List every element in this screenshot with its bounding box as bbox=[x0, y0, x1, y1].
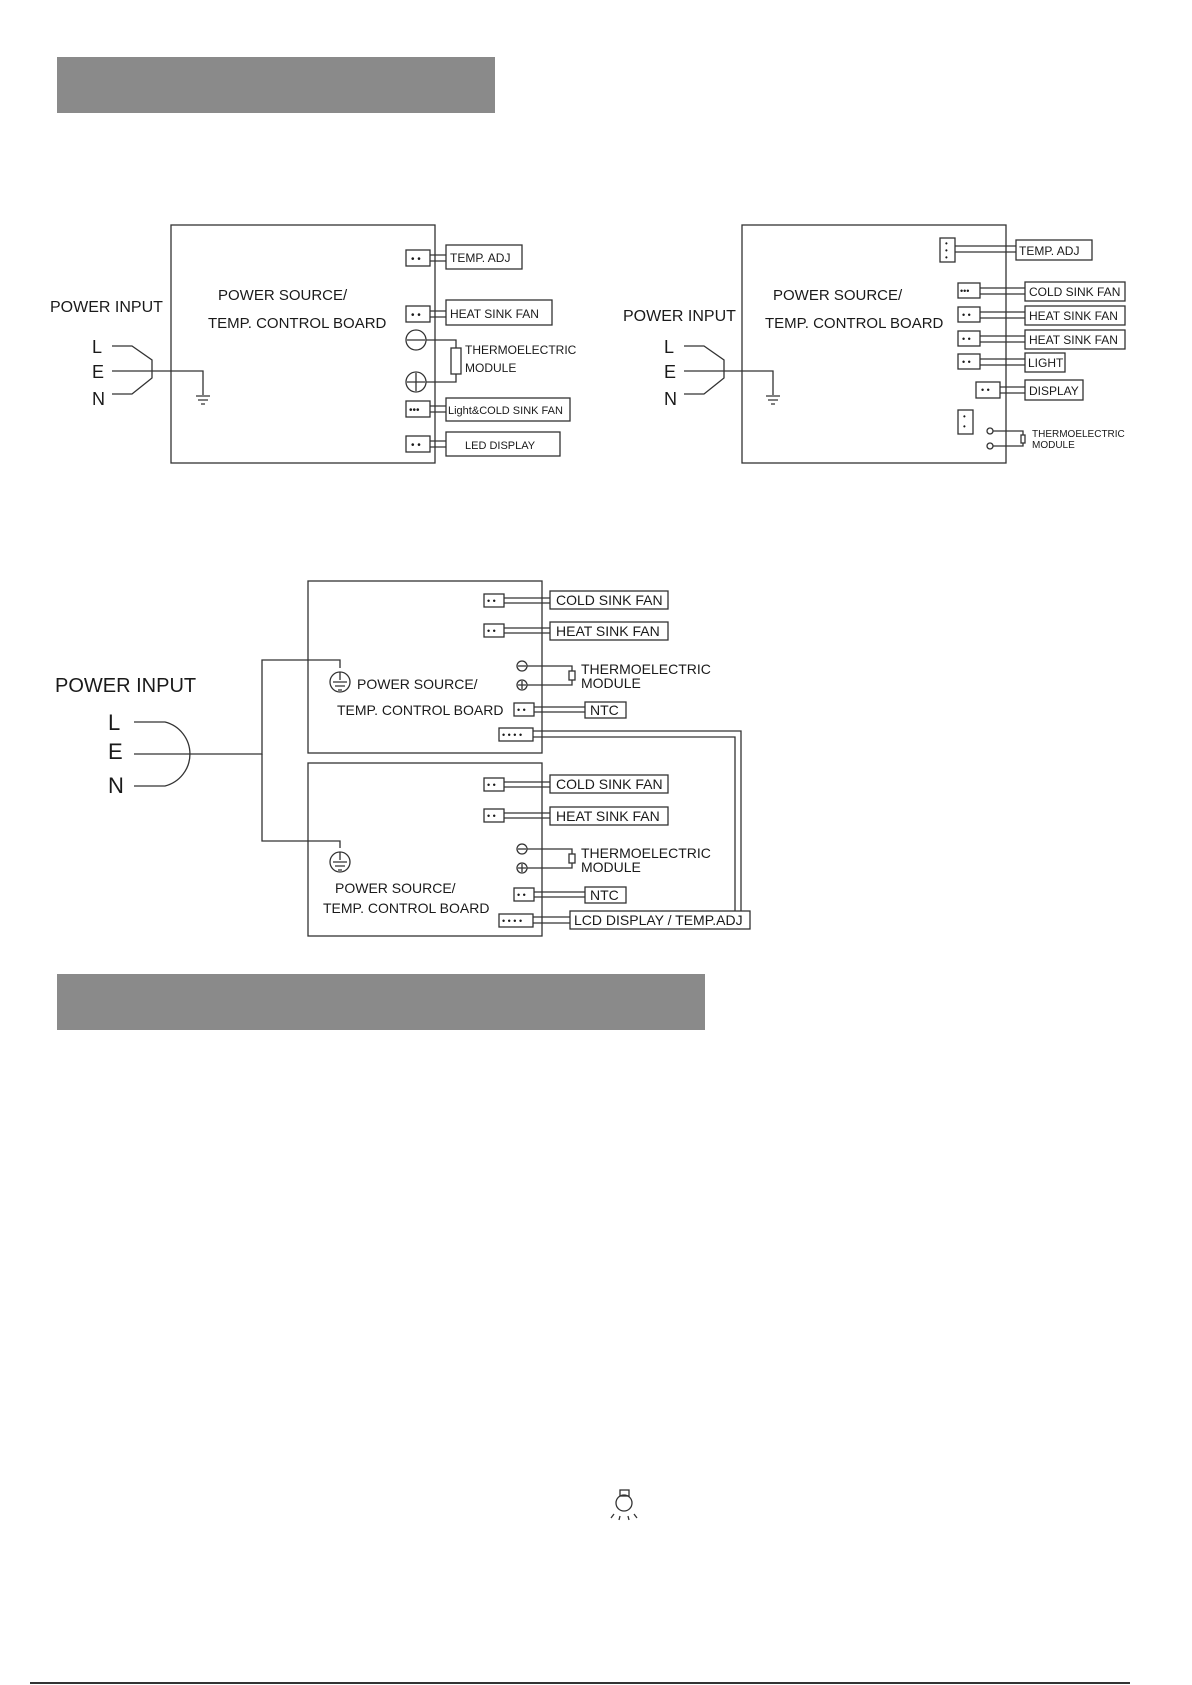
connector-label-light-cold-sink-fan: Light&COLD SINK FAN bbox=[448, 405, 563, 417]
upper-control-board-box bbox=[307, 580, 543, 754]
upper-connector-label-cold-sink-fan: COLD SINK FAN bbox=[556, 592, 663, 608]
module-label-line1: THERMOELECTRIC bbox=[465, 343, 577, 357]
power-input-label: POWER INPUT bbox=[50, 299, 163, 316]
svg-text:• • • •: • • • • bbox=[502, 730, 522, 740]
lower-connector-label-ntc: NTC bbox=[590, 887, 619, 903]
ground-icon bbox=[766, 395, 780, 405]
svg-text:• •: • • bbox=[981, 385, 990, 395]
phase-n-label: N bbox=[108, 773, 124, 798]
lower-connector-label-heat-sink-fan: HEAT SINK FAN bbox=[556, 808, 660, 824]
svg-text:• •: • • bbox=[411, 440, 421, 451]
board-label-line1: POWER SOURCE/ bbox=[773, 287, 903, 304]
svg-text:• •: • • bbox=[962, 357, 971, 367]
control-board-box bbox=[170, 224, 436, 464]
phase-e-label: E bbox=[664, 362, 676, 382]
phase-l-label: L bbox=[108, 710, 120, 735]
connector-label-light: LIGHT bbox=[1028, 356, 1064, 370]
upper-module-label-line2: MODULE bbox=[581, 675, 641, 691]
ground-icon bbox=[196, 395, 210, 405]
lower-control-board-box bbox=[307, 762, 543, 937]
lower-thermoelectric-module-symbol bbox=[516, 843, 576, 874]
lower-module-label-line2: MODULE bbox=[581, 859, 641, 875]
svg-text:• • • •: • • • • bbox=[502, 916, 522, 926]
phase-n-label: N bbox=[92, 389, 105, 409]
power-input-label: POWER INPUT bbox=[623, 308, 736, 325]
power-input-label: POWER INPUT bbox=[55, 675, 196, 697]
upper-connector-label-heat-sink-fan: HEAT SINK FAN bbox=[556, 623, 660, 639]
svg-text:• •: • • bbox=[487, 780, 496, 790]
lower-connector-label-lcd-display-temp-adj: LCD DISPLAY / TEMP.ADJ bbox=[574, 912, 743, 928]
upper-board-label-line1: POWER SOURCE/ bbox=[357, 676, 478, 692]
connector-label-temp-adj: TEMP. ADJ bbox=[450, 251, 510, 265]
svg-text:• •: • • bbox=[517, 705, 526, 715]
footer-rule bbox=[30, 1682, 1130, 1684]
upper-board-label-line2: TEMP. CONTROL BOARD bbox=[337, 702, 503, 718]
svg-text:•••: ••• bbox=[960, 286, 969, 296]
connector-label-heat-sink-fan: HEAT SINK FAN bbox=[1029, 309, 1118, 323]
svg-text:•: • bbox=[945, 239, 948, 248]
svg-text:•: • bbox=[945, 253, 948, 262]
thermoelectric-module-symbol bbox=[405, 329, 462, 393]
board-label-line2: TEMP. CONTROL BOARD bbox=[765, 315, 944, 332]
lower-board-label-line1: POWER SOURCE/ bbox=[335, 880, 456, 896]
upper-thermoelectric-module-symbol bbox=[516, 660, 576, 691]
connector-label-heat-sink-fan: HEAT SINK FAN bbox=[450, 307, 539, 321]
svg-text:•: • bbox=[963, 422, 966, 431]
module-label-line1: THERMOELECTRIC bbox=[1032, 429, 1125, 440]
module-label-line2: MODULE bbox=[465, 361, 516, 375]
light-bulb-icon bbox=[610, 1489, 638, 1521]
module-label-line2: MODULE bbox=[1032, 440, 1075, 451]
connector-label-temp-adj: TEMP. ADJ bbox=[1019, 244, 1079, 258]
lower-module-label-line1: THERMOELECTRIC bbox=[581, 845, 711, 861]
phase-e-label: E bbox=[92, 362, 104, 382]
phase-n-label: N bbox=[664, 389, 677, 409]
svg-text:•••: ••• bbox=[409, 405, 420, 416]
svg-text:• •: • • bbox=[517, 890, 526, 900]
svg-text:• •: • • bbox=[487, 596, 496, 606]
ground-icon bbox=[329, 851, 351, 873]
upper-module-label-line1: THERMOELECTRIC bbox=[581, 661, 711, 677]
lower-board-label-line2: TEMP. CONTROL BOARD bbox=[323, 900, 489, 916]
svg-text:•: • bbox=[945, 246, 948, 255]
wiring-diagram-3: POWER INPUT L E N POWER SOURCE/ TEMP. CO… bbox=[55, 580, 751, 937]
power-plug-icon bbox=[112, 345, 204, 395]
thermoelectric-module-symbol: • • bbox=[957, 409, 1026, 450]
section-header-bar-middle bbox=[57, 974, 705, 1030]
lower-connector-label-cold-sink-fan: COLD SINK FAN bbox=[556, 776, 663, 792]
board-label-line2: TEMP. CONTROL BOARD bbox=[208, 315, 387, 332]
wiring-diagram-2: POWER INPUT L E N POWER SOURCE/ TEMP. CO… bbox=[623, 224, 1126, 464]
svg-text:• •: • • bbox=[487, 811, 496, 821]
svg-text:• •: • • bbox=[962, 334, 971, 344]
phase-l-label: L bbox=[664, 337, 674, 357]
upper-connector-label-ntc: NTC bbox=[590, 702, 619, 718]
ground-icon bbox=[329, 671, 351, 693]
phase-e-label: E bbox=[108, 739, 123, 764]
connector-label-display: DISPLAY bbox=[1029, 384, 1079, 398]
svg-text:• •: • • bbox=[962, 310, 971, 320]
svg-text:• •: • • bbox=[487, 626, 496, 636]
svg-text:• •: • • bbox=[411, 254, 421, 265]
connector-label-cold-sink-fan: COLD SINK FAN bbox=[1029, 285, 1120, 299]
section-header-bar-top bbox=[57, 57, 495, 113]
wiring-diagram-1: POWER INPUT L E N POWER SOURCE/ TEMP. CO… bbox=[50, 224, 577, 464]
power-plug-icon bbox=[684, 345, 774, 395]
svg-text:•: • bbox=[963, 412, 966, 421]
connector-label-led-display: LED DISPLAY bbox=[465, 440, 536, 452]
phase-l-label: L bbox=[92, 337, 102, 357]
svg-text:• •: • • bbox=[411, 310, 421, 321]
board-label-line1: POWER SOURCE/ bbox=[218, 287, 348, 304]
connector-label-heat-sink-fan-2: HEAT SINK FAN bbox=[1029, 333, 1118, 347]
power-plug-icon bbox=[134, 659, 341, 848]
